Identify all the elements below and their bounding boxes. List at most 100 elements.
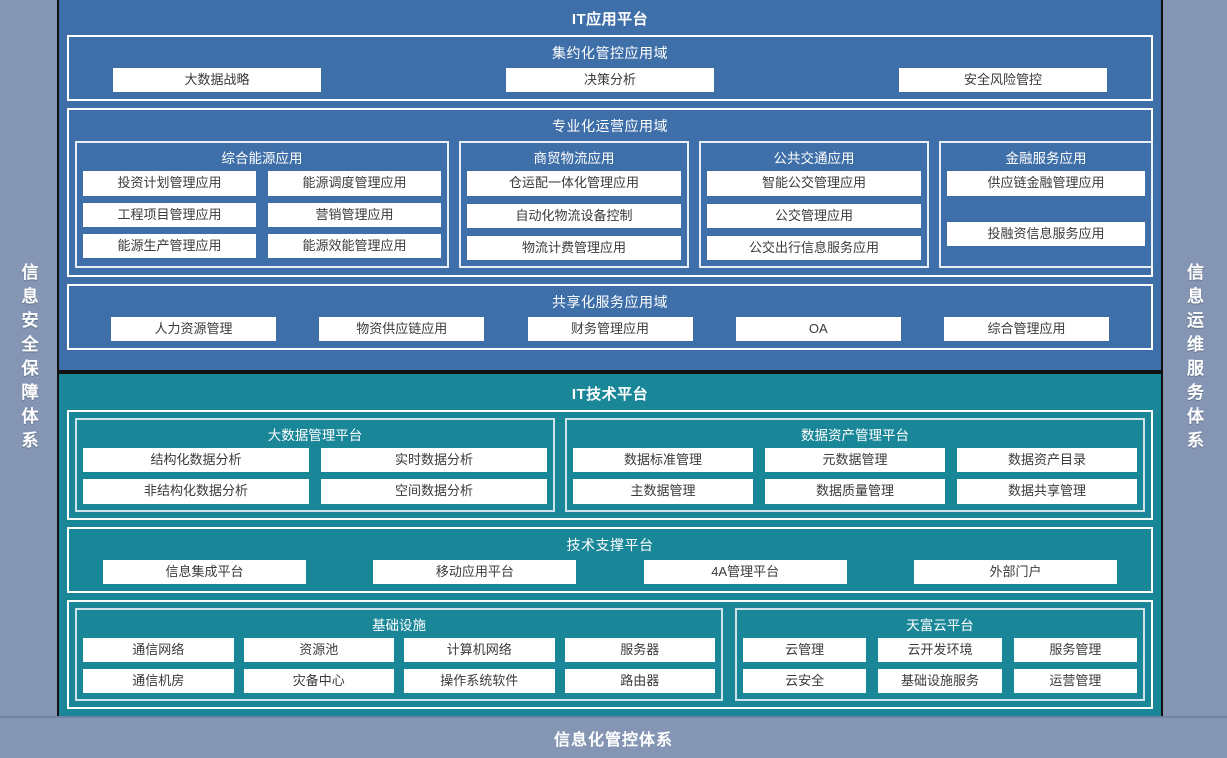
- group-items: 投资计划管理应用 能源调度管理应用 工程项目管理应用 营销管理应用 能源生产管理…: [83, 171, 441, 259]
- domain-intensive-management: 集约化管控应用域 大数据战略 决策分析 安全风险管控: [67, 35, 1153, 102]
- group-big-data-platform: 大数据管理平台 结构化数据分析 实时数据分析 非结构化数据分析 空间数据分析: [75, 418, 555, 512]
- group-title: 天富云平台: [906, 617, 974, 633]
- app-chip[interactable]: 公交管理应用: [707, 203, 921, 228]
- it-technology-platform: IT技术平台 大数据管理平台 结构化数据分析 实时数据分析 非结构化数据分析 空…: [57, 372, 1163, 718]
- specialized-columns: 综合能源应用 投资计划管理应用 能源调度管理应用 工程项目管理应用 营销管理应用…: [75, 141, 1153, 269]
- app-chip[interactable]: 物资供应链应用: [319, 317, 485, 342]
- tech-platform-title: IT技术平台: [571, 386, 649, 403]
- infrastructure-columns: 基础设施 通信网络 资源池 计算机网络 服务器 通信机房 灾备中心 操作系统软件…: [75, 607, 1145, 702]
- app-chip[interactable]: 工程项目管理应用: [83, 202, 256, 227]
- group-integrated-energy: 综合能源应用 投资计划管理应用 能源调度管理应用 工程项目管理应用 营销管理应用…: [75, 141, 449, 269]
- data-platform-columns: 大数据管理平台 结构化数据分析 实时数据分析 非结构化数据分析 空间数据分析 数…: [75, 418, 1145, 512]
- app-chip[interactable]: 营销管理应用: [268, 202, 441, 227]
- app-chip[interactable]: 能源调度管理应用: [268, 171, 441, 196]
- tech-chip[interactable]: 服务器: [564, 637, 715, 663]
- app-chip[interactable]: 投融资信息服务应用: [947, 221, 1145, 246]
- tech-chip[interactable]: 主数据管理: [573, 479, 753, 504]
- tech-chip[interactable]: 实时数据分析: [321, 448, 547, 473]
- tech-chip[interactable]: 路由器: [564, 669, 715, 694]
- app-platform-title: IT应用平台: [571, 11, 649, 28]
- app-chip[interactable]: 能源生产管理应用: [83, 233, 256, 259]
- domain-specialized-title: 专业化运营应用域: [552, 118, 668, 135]
- app-chip[interactable]: 智能公交管理应用: [707, 171, 921, 196]
- app-chip[interactable]: 自动化物流设备控制: [467, 203, 681, 228]
- right-rail-it-operations: 信息运维服务体系: [1160, 0, 1227, 718]
- app-chip[interactable]: OA: [735, 317, 901, 342]
- tech-chip[interactable]: 空间数据分析: [321, 479, 547, 504]
- group-items: 通信网络 资源池 计算机网络 服务器 通信机房 灾备中心 操作系统软件 路由器: [83, 637, 715, 694]
- support-platform-items: 信息集成平台 移动应用平台 4A管理平台 外部门户: [75, 559, 1145, 584]
- group-infrastructure: 基础设施 通信网络 资源池 计算机网络 服务器 通信机房 灾备中心 操作系统软件…: [75, 607, 723, 702]
- group-items: 云管理 云开发环境 服务管理 云安全 基础设施服务 运营管理: [743, 637, 1137, 694]
- app-chip[interactable]: 决策分析: [506, 68, 714, 93]
- group-title: 大数据管理平台: [267, 428, 363, 443]
- app-chip[interactable]: 供应链金融管理应用: [947, 171, 1145, 196]
- group-title: 商贸物流应用: [533, 151, 615, 167]
- tech-chip[interactable]: 计算机网络: [404, 637, 555, 663]
- tech-row-infrastructure: 基础设施 通信网络 资源池 计算机网络 服务器 通信机房 灾备中心 操作系统软件…: [67, 599, 1153, 710]
- app-chip[interactable]: 公交出行信息服务应用: [707, 235, 921, 261]
- tech-chip[interactable]: 云开发环境: [878, 637, 1002, 663]
- group-title: 数据资产管理平台: [801, 428, 909, 443]
- app-chip-placeholder: [947, 204, 1145, 214]
- group-items: 仓运配一体化管理应用 自动化物流设备控制 物流计费管理应用: [467, 171, 681, 261]
- tech-chip[interactable]: 数据标准管理: [573, 448, 753, 473]
- tech-row-support-platform: 技术支撑平台 信息集成平台 移动应用平台 4A管理平台 外部门户: [67, 526, 1153, 593]
- group-public-transit: 公共交通应用 智能公交管理应用 公交管理应用 公交出行信息服务应用: [699, 141, 929, 269]
- group-data-asset-platform: 数据资产管理平台 数据标准管理 元数据管理 数据资产目录 主数据管理 数据质量管…: [565, 418, 1145, 512]
- tech-chip[interactable]: 4A管理平台: [643, 559, 847, 584]
- tech-chip[interactable]: 数据质量管理: [765, 479, 945, 504]
- group-title: 金融服务应用: [1005, 151, 1087, 167]
- domain-shared-services: 共享化服务应用域 人力资源管理 物资供应链应用 财务管理应用 OA 综合管理应用: [67, 284, 1153, 351]
- app-chip[interactable]: 物流计费管理应用: [467, 235, 681, 261]
- tech-chip[interactable]: 资源池: [243, 637, 394, 663]
- domain-shared-title: 共享化服务应用域: [552, 294, 668, 311]
- tech-chip[interactable]: 数据共享管理: [957, 479, 1137, 504]
- tech-chip[interactable]: 云管理: [743, 637, 867, 663]
- app-chip[interactable]: 安全风险管控: [899, 68, 1107, 93]
- it-application-platform: IT应用平台 集约化管控应用域 大数据战略 决策分析 安全风险管控 专业化运营应…: [57, 0, 1163, 372]
- app-chip[interactable]: 大数据战略: [113, 68, 321, 93]
- group-items: 智能公交管理应用 公交管理应用 公交出行信息服务应用: [707, 171, 921, 261]
- group-trade-logistics: 商贸物流应用 仓运配一体化管理应用 自动化物流设备控制 物流计费管理应用: [459, 141, 689, 269]
- tech-chip[interactable]: 数据资产目录: [957, 448, 1137, 473]
- tech-chip[interactable]: 通信网络: [83, 637, 234, 663]
- group-financial-services: 金融服务应用 供应链金融管理应用 投融资信息服务应用: [939, 141, 1153, 269]
- left-rail-information-security: 信息安全保障体系: [0, 0, 56, 718]
- group-title: 公共交通应用: [773, 151, 855, 167]
- tech-chip[interactable]: 基础设施服务: [878, 669, 1002, 694]
- tech-row-data-platforms: 大数据管理平台 结构化数据分析 实时数据分析 非结构化数据分析 空间数据分析 数…: [67, 410, 1153, 520]
- tech-chip[interactable]: 外部门户: [913, 559, 1117, 584]
- app-chip[interactable]: 财务管理应用: [527, 317, 693, 342]
- footer-governance-system: 信息化管控体系: [0, 716, 1227, 758]
- group-title: 基础设施: [372, 617, 426, 633]
- tech-chip[interactable]: 非结构化数据分析: [83, 479, 309, 504]
- domain-shared-items: 人力资源管理 物资供应链应用 财务管理应用 OA 综合管理应用: [75, 317, 1145, 342]
- domain-intensive-items: 大数据战略 决策分析 安全风险管控: [75, 68, 1145, 93]
- group-items: 供应链金融管理应用 投融资信息服务应用: [947, 171, 1145, 246]
- group-tianfu-cloud-platform: 天富云平台 云管理 云开发环境 服务管理 云安全 基础设施服务 运营管理: [735, 607, 1145, 702]
- app-chip[interactable]: 投资计划管理应用: [83, 171, 256, 196]
- app-chip[interactable]: 能源效能管理应用: [268, 233, 441, 259]
- tech-chip[interactable]: 云安全: [743, 669, 867, 694]
- tech-chip[interactable]: 操作系统软件: [404, 669, 555, 694]
- support-platform-title: 技术支撑平台: [566, 536, 654, 553]
- tech-chip[interactable]: 元数据管理: [765, 448, 945, 473]
- tech-chip[interactable]: 移动应用平台: [373, 559, 577, 584]
- group-items: 数据标准管理 元数据管理 数据资产目录 主数据管理 数据质量管理 数据共享管理: [573, 448, 1137, 504]
- tech-chip[interactable]: 结构化数据分析: [83, 448, 309, 473]
- tech-chip[interactable]: 灾备中心: [243, 669, 394, 694]
- tech-chip[interactable]: 服务管理: [1013, 637, 1137, 663]
- footer-label: 信息化管控体系: [553, 732, 673, 749]
- tech-chip[interactable]: 运营管理: [1013, 669, 1137, 694]
- tech-chip[interactable]: 通信机房: [83, 669, 234, 694]
- app-chip[interactable]: 人力资源管理: [111, 317, 276, 342]
- tech-chip[interactable]: 信息集成平台: [103, 559, 306, 584]
- domain-intensive-title: 集约化管控应用域: [552, 45, 668, 61]
- app-chip[interactable]: 仓运配一体化管理应用: [467, 171, 681, 196]
- app-chip[interactable]: 综合管理应用: [944, 317, 1109, 342]
- domain-specialized-operations: 专业化运营应用域 综合能源应用 投资计划管理应用 能源调度管理应用 工程项目管理…: [67, 108, 1153, 278]
- right-rail-label: 信息运维服务体系: [1184, 263, 1203, 455]
- group-items: 结构化数据分析 实时数据分析 非结构化数据分析 空间数据分析: [83, 448, 547, 504]
